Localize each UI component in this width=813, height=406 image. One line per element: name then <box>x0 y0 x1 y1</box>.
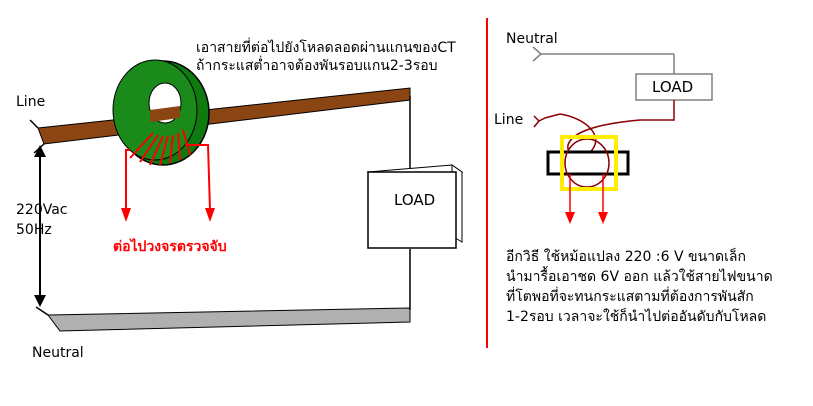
ct-winding <box>125 129 211 211</box>
note-line: นำมารื้อเอาชด 6V ออก แล้วใช้สายไฟขนาด <box>506 269 773 285</box>
note-line: ที่โตพอที่จะทนกระแสตามที่ต้องการพันสัก <box>506 289 754 305</box>
neutral-wire <box>35 249 411 332</box>
right-neutral-wire <box>532 46 675 74</box>
transformer-frame <box>560 135 618 191</box>
alternative-method-note: อีกวิธี ใช้หม้อแปลง 220 :6 V ขนาดเล็ก นำ… <box>506 247 773 327</box>
voltage-arrow <box>34 145 46 307</box>
to-detector-circuit-label: ต่อไปวงจรตรวจจับ <box>113 239 227 255</box>
right-neutral-label: Neutral <box>506 31 558 47</box>
neutral-label: Neutral <box>32 345 84 361</box>
instruction-line-2: ถ้ากระแสต่ำอาจต้องพันรอบแกน2-3รอบ <box>196 58 438 74</box>
frequency-label: 50Hz <box>16 222 52 238</box>
left-load-box <box>366 164 464 249</box>
right-line-label: Line <box>494 112 524 128</box>
note-line: 1-2รอบ เวลาจะใช้ก็นำไปต่ออันดับกับโหลด <box>506 309 767 325</box>
line-wire <box>29 87 411 170</box>
left-load-label: LOAD <box>394 191 436 209</box>
right-load-label: LOAD <box>652 78 694 96</box>
ct-output-arrows <box>121 208 215 222</box>
line-label: Line <box>16 94 46 110</box>
voltage-label: 220Vac <box>16 202 68 218</box>
instruction-line-1: เอาสายที่ต่อไปยังโหลดลอดผ่านแกนของCT <box>196 40 456 56</box>
transformer-output-arrows <box>565 174 608 224</box>
note-line: อีกวิธี ใช้หม้อแปลง 220 :6 V ขนาดเล็ก <box>506 249 746 265</box>
